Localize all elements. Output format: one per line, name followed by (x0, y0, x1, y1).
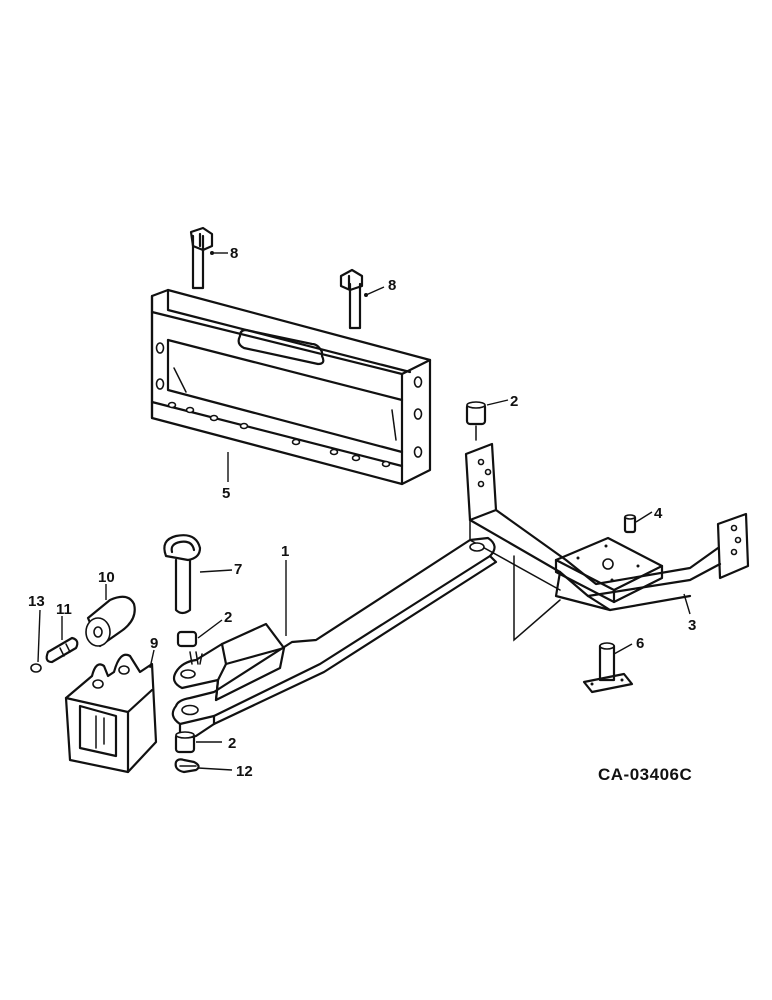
drawbar-pin-6 (582, 642, 634, 694)
pin-8-right (339, 268, 364, 330)
callout-2-middle: 2 (224, 609, 232, 626)
callout-6: 6 (636, 635, 644, 652)
callout-5: 5 (222, 485, 230, 502)
hitch-pin-7 (163, 534, 202, 615)
callout-7: 7 (234, 561, 242, 578)
callout-8-right: 8 (388, 277, 396, 294)
callout-13: 13 (28, 593, 45, 610)
spring-clip-12 (174, 758, 200, 774)
callout-10: 10 (98, 569, 115, 586)
callout-3: 3 (688, 617, 696, 634)
clevis-9 (64, 653, 158, 774)
callout-8-left: 8 (230, 245, 238, 262)
drawing-reference-code: CA-03406C (598, 765, 692, 784)
pin-8-left (189, 226, 214, 290)
callout-1: 1 (281, 543, 289, 560)
drawbar-support-3 (464, 442, 750, 642)
roller-10 (85, 595, 136, 648)
drawbar-1 (171, 536, 498, 739)
bushing-2-bottom (174, 731, 196, 754)
ring-13 (30, 663, 42, 673)
bushing-2-top (465, 401, 487, 441)
callout-9: 9 (150, 635, 158, 652)
callout-12: 12 (236, 763, 253, 780)
leader-lines (37, 251, 691, 771)
pin-4 (623, 514, 637, 534)
callout-2-bottom: 2 (228, 735, 236, 752)
weight-bracket-5 (150, 288, 432, 486)
bushing-2-middle (176, 630, 203, 665)
callout-11: 11 (56, 601, 72, 618)
callout-4: 4 (654, 505, 663, 522)
pin-11 (45, 636, 79, 664)
callout-2-top: 2 (510, 393, 518, 410)
